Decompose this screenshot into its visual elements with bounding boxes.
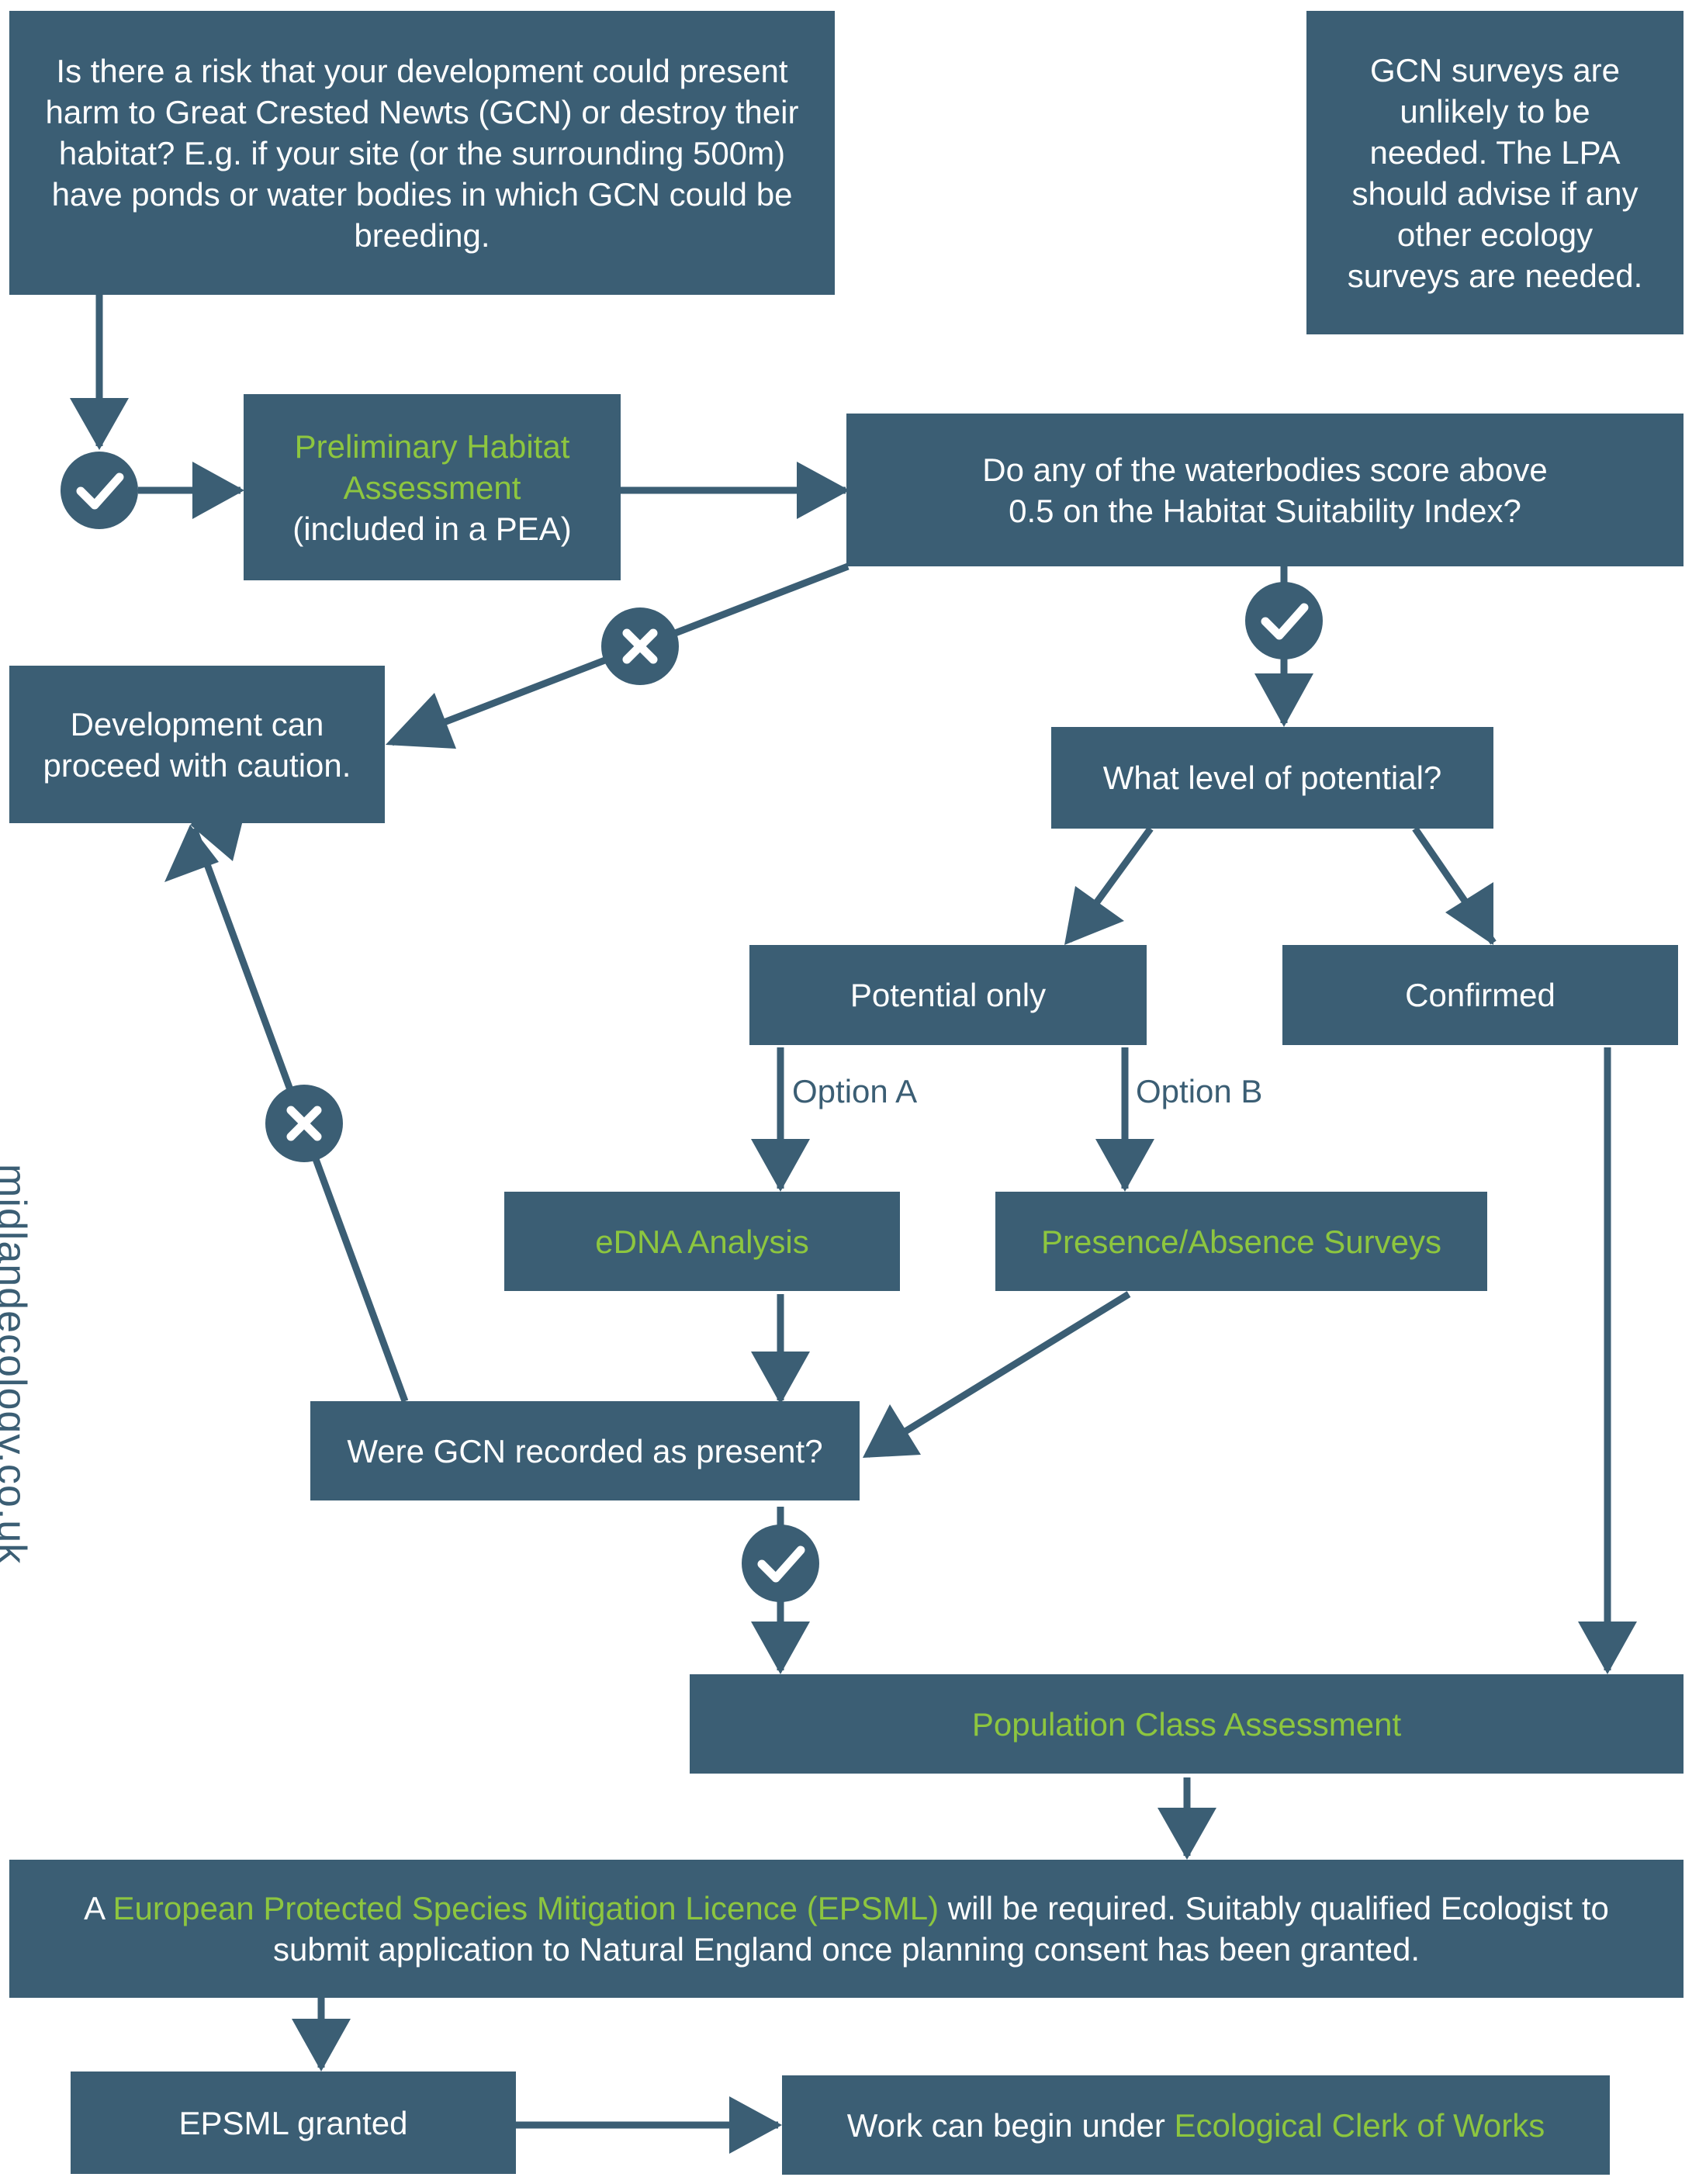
hsi-question-box: Do any of the waterbodies score above 0.… — [846, 414, 1684, 566]
surveys-unlikely-text: GCN surveys are unlikely to be needed. T… — [1347, 51, 1643, 294]
cross-circle-icon — [265, 1085, 343, 1162]
epsml-highlight: European Protected Species Mitigation Li… — [112, 1890, 940, 1926]
epsml-box: A European Protected Species Mitigation … — [9, 1860, 1684, 1998]
confirmed-box: Confirmed — [1282, 945, 1678, 1045]
option-b-label: Option B — [1136, 1073, 1263, 1109]
epsml-rest: will be required. Suitably qualified Eco… — [272, 1890, 1609, 1968]
work-prefix: Work can begin under — [846, 2106, 1175, 2144]
risk-question-box: Is there a risk that your development co… — [9, 11, 835, 295]
arrowhead-work — [729, 2096, 782, 2154]
arrowhead-confirmed — [1445, 882, 1493, 945]
risk-question-text: Is there a risk that your development co… — [45, 52, 799, 254]
gcn-recorded-text: Were GCN recorded as present? — [347, 1432, 823, 1469]
arrowhead-population-right — [1578, 1622, 1637, 1674]
arrowhead-hsi — [797, 462, 850, 519]
potential-only-box: Potential only — [749, 945, 1147, 1045]
option-a-label: Option A — [792, 1073, 918, 1109]
gcn-recorded-box: Were GCN recorded as present? — [310, 1401, 860, 1500]
arrowhead-population-left — [751, 1622, 810, 1674]
arrowhead-proceed-top — [386, 693, 456, 749]
check-circle-icon — [61, 452, 138, 529]
potential-only-text: Potential only — [850, 977, 1047, 1013]
hsi-question-text: Do any of the waterbodies score above 0.… — [982, 451, 1548, 529]
arrowhead-option-b — [1095, 1139, 1154, 1192]
watermark-url: midlandecology.co.uk — [0, 1164, 34, 1565]
surveys-unlikely-box: GCN surveys are unlikely to be needed. T… — [1306, 11, 1684, 334]
arrowhead-risk-down — [70, 398, 129, 450]
pha-subtitle: (included in a PEA) — [292, 510, 572, 547]
arrowhead-only — [1064, 886, 1124, 945]
population-class-box: Population Class Assessment — [690, 1674, 1684, 1774]
proceed-caution-box: Development can proceed with caution. — [9, 666, 385, 823]
edna-box: eDNA Analysis — [504, 1192, 900, 1291]
check-circle-icon — [742, 1525, 819, 1602]
arrowhead-option-a — [751, 1139, 810, 1192]
confirmed-text: Confirmed — [1405, 977, 1555, 1013]
epsml-prefix: A — [84, 1890, 113, 1926]
cross-circle-icon — [601, 607, 679, 685]
arrowhead-pha — [192, 462, 244, 519]
presence-absence-text: Presence/Absence Surveys — [1041, 1223, 1441, 1260]
arrowhead-potential — [1254, 673, 1313, 727]
population-class-text: Population Class Assessment — [971, 1705, 1402, 1743]
arrowhead-presence — [863, 1404, 921, 1458]
pha-box: Preliminary Habitat Assessment (included… — [244, 394, 621, 580]
arrow-presence-to-recorded — [865, 1291, 1131, 1458]
arrowhead-granted — [292, 2019, 351, 2072]
arrowhead-epsml — [1158, 1808, 1216, 1860]
potential-level-box: What level of potential? — [1051, 727, 1493, 829]
presence-absence-box: Presence/Absence Surveys — [995, 1192, 1487, 1291]
edna-text: eDNA Analysis — [595, 1223, 809, 1260]
arrowhead-proceed-bottom-fill — [164, 825, 219, 882]
work-highlight: Ecological Clerk of Works — [1174, 2106, 1545, 2144]
potential-level-text: What level of potential? — [1102, 760, 1442, 796]
pha-title: Preliminary Habitat Assessment — [294, 427, 570, 506]
proceed-caution-text: Development can proceed with caution. — [43, 705, 351, 784]
work-begin-text: Work can begin under Ecological Clerk of… — [847, 2105, 1545, 2146]
epsml-granted-box: EPSML granted — [71, 2072, 516, 2174]
epsml-granted-text: EPSML granted — [178, 2104, 408, 2141]
check-circle-icon — [1245, 582, 1323, 659]
epsml-text: A European Protected Species Mitigation … — [71, 1888, 1621, 1970]
work-begin-box: Work can begin under Ecological Clerk of… — [782, 2075, 1610, 2175]
arrowhead-edna — [751, 1352, 810, 1404]
